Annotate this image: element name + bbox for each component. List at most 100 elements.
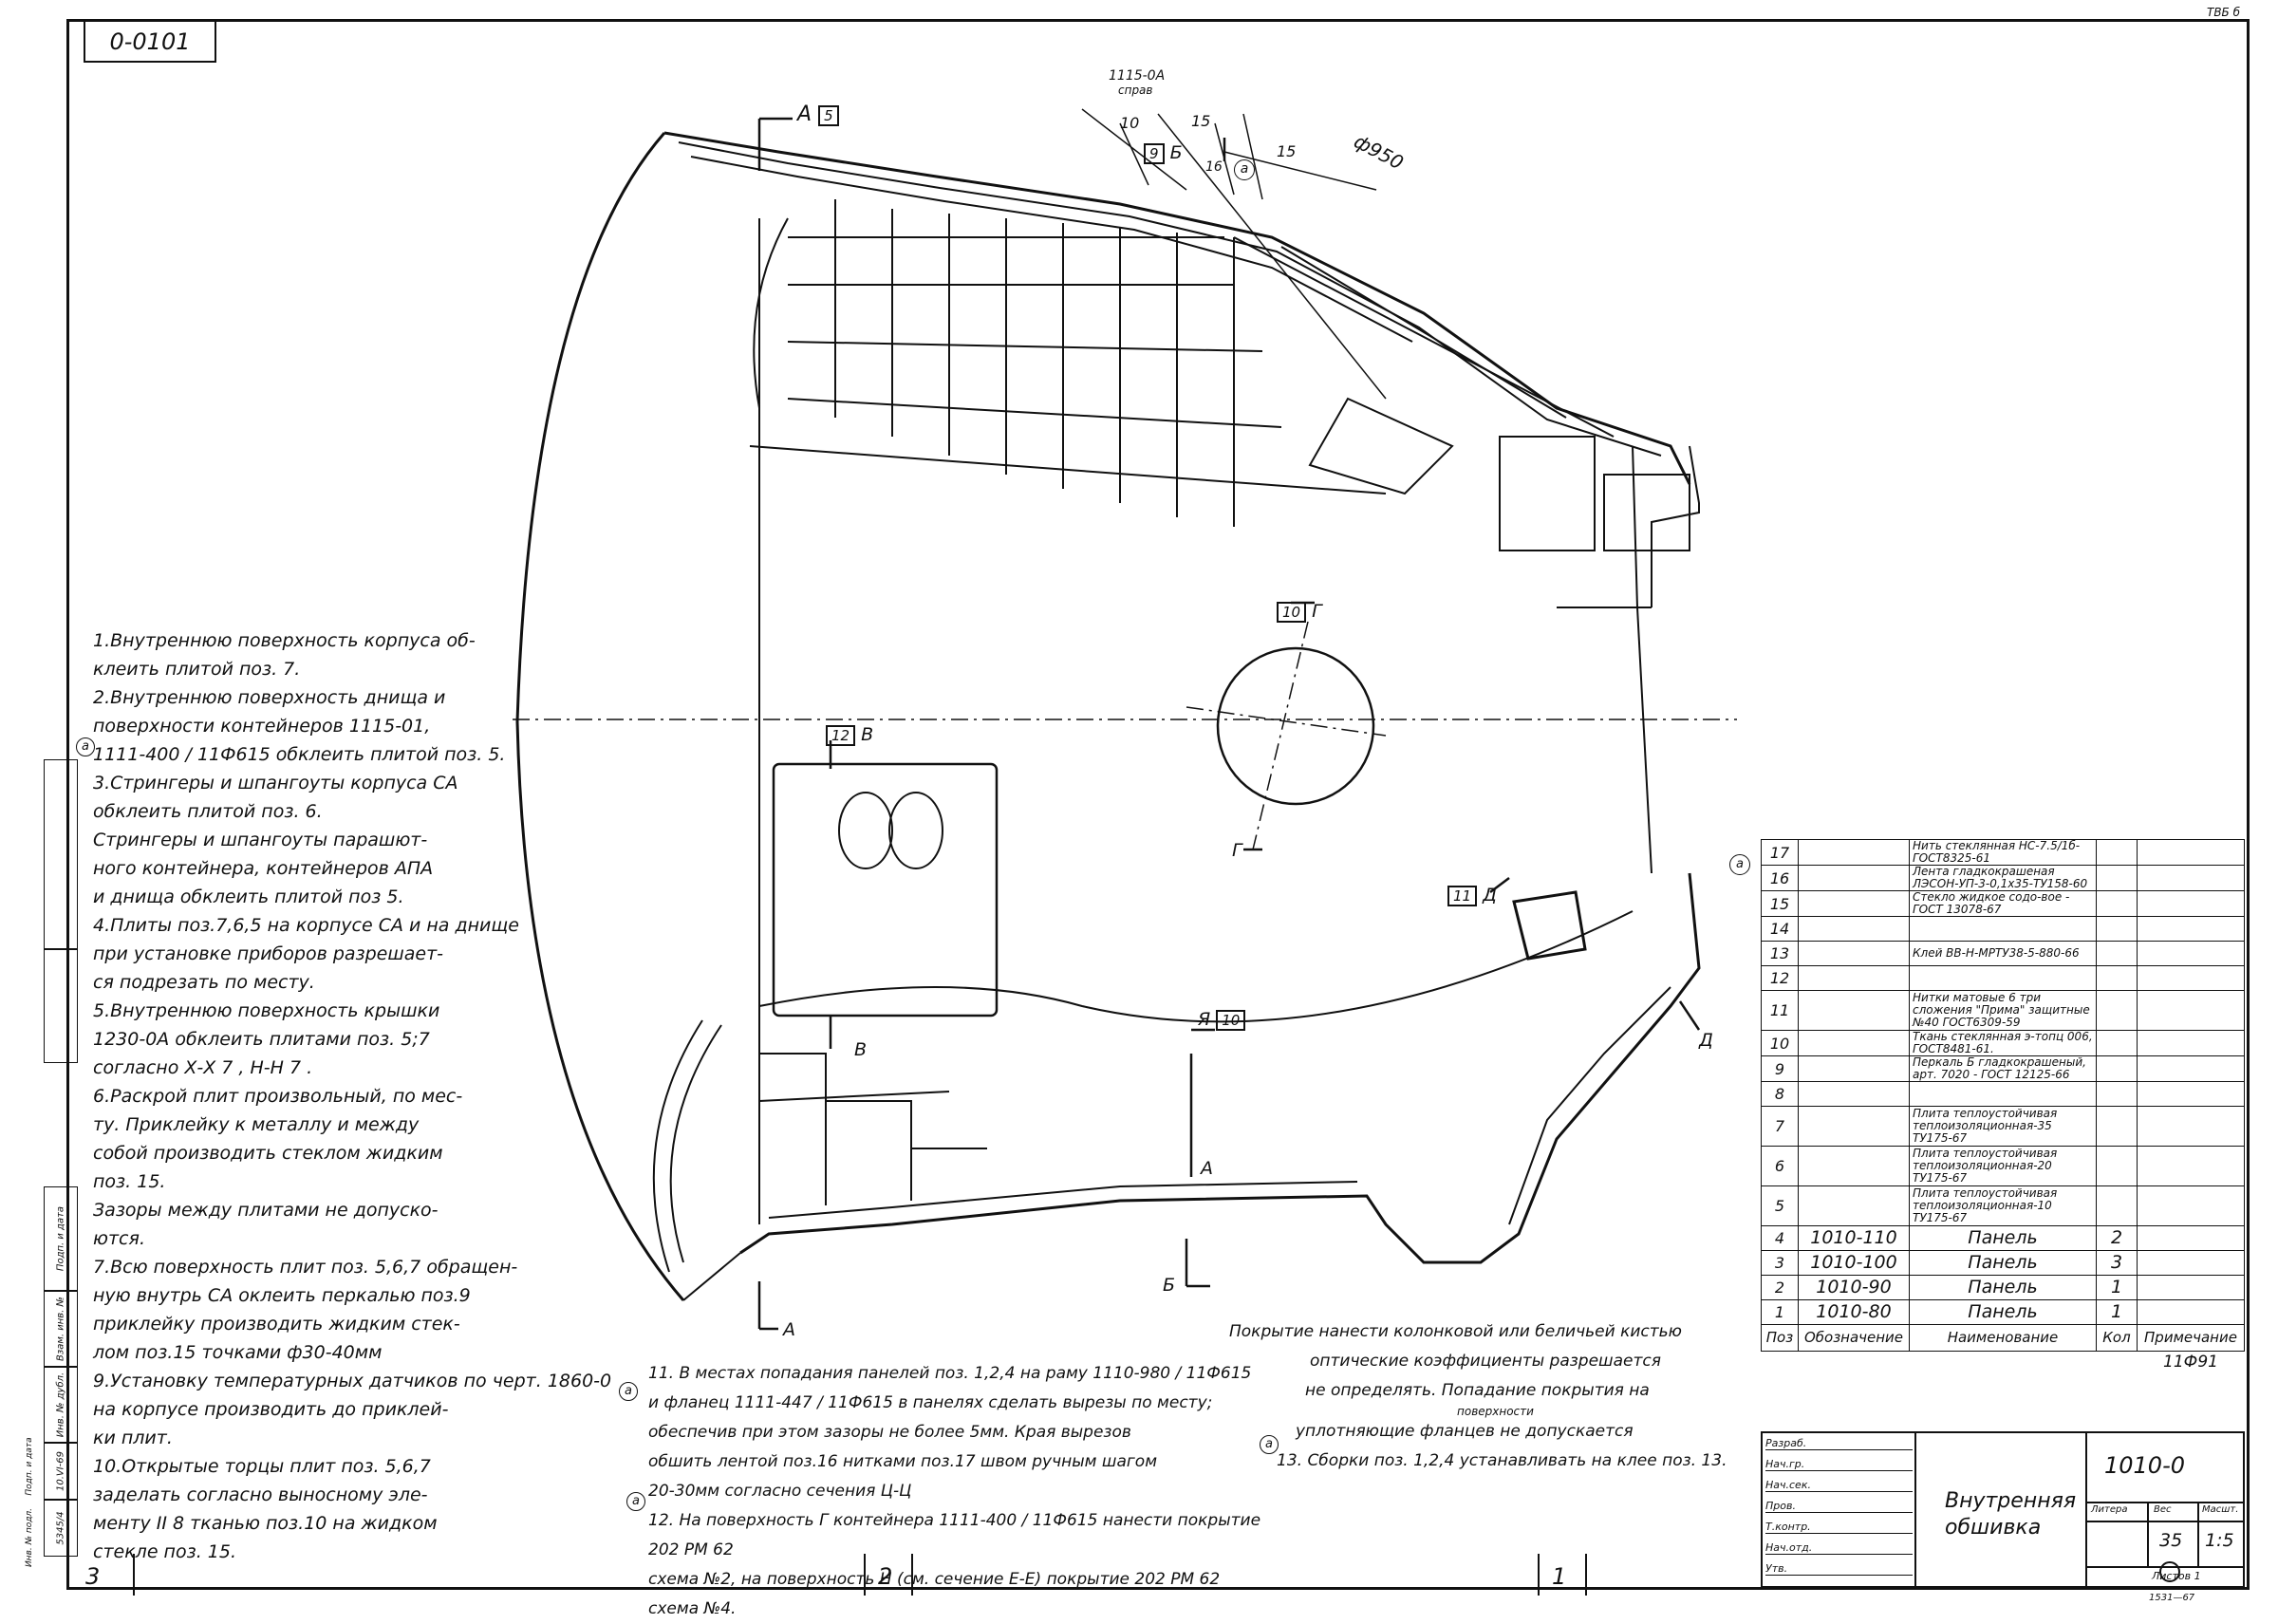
stamp-cell bbox=[44, 759, 78, 949]
bom-designation bbox=[1798, 1106, 1910, 1147]
stamp-cell: Подп. и дата bbox=[44, 1186, 78, 1291]
note-line: клеить плитой поз. 7. bbox=[93, 659, 301, 680]
section-a-top-sheet: 5 bbox=[818, 105, 839, 126]
note-line: 5.Внутреннюю поверхность крышки bbox=[93, 1000, 440, 1021]
bom-remark bbox=[2137, 1299, 2245, 1325]
bom-pos: 14 bbox=[1761, 916, 1799, 942]
panel-oval-left bbox=[838, 792, 893, 869]
bom-qty bbox=[2096, 1146, 2138, 1186]
bom-remark bbox=[2137, 1146, 2245, 1186]
note-line: лом поз.15 точками ф30-40мм bbox=[93, 1342, 383, 1363]
note-line: не определять. Попадание покрытия на bbox=[1305, 1381, 1650, 1400]
bom-remark bbox=[2137, 990, 2245, 1031]
note-line: оптические коэффициенты разрешается bbox=[1310, 1352, 1661, 1371]
note-line: при установке приборов разрешает- bbox=[93, 943, 444, 964]
note-line: 7.Всю поверхность плит поз. 5,6,7 обраще… bbox=[93, 1257, 518, 1278]
bom-qty bbox=[2096, 990, 2138, 1031]
note-line: ного контейнера, контейнеров АПА bbox=[93, 858, 434, 879]
bom-product-code: 11Ф91 bbox=[2163, 1353, 2218, 1372]
instrument-panel bbox=[772, 762, 999, 1017]
col-scale: Масшт. bbox=[2202, 1504, 2239, 1515]
note-line: поз. 15. bbox=[93, 1171, 166, 1192]
drawing-frame bbox=[66, 19, 2250, 1590]
note-line: поверхности bbox=[1457, 1405, 1534, 1418]
bom-designation bbox=[1798, 1146, 1910, 1186]
stamp-label-dup: Инв. № дубл. bbox=[55, 1372, 66, 1438]
signature-row-label: Нач.отд. bbox=[1765, 1541, 1913, 1555]
dim-16: 16 bbox=[1205, 159, 1223, 175]
bom-pos: 15 bbox=[1761, 890, 1799, 917]
bom-designation: 1010-80 bbox=[1798, 1299, 1910, 1325]
section-ya-label: Я 10 bbox=[1198, 1009, 1246, 1031]
zone-divider bbox=[1585, 1554, 1587, 1596]
bom-pos: 3 bbox=[1761, 1250, 1799, 1276]
bom-qty: 2 bbox=[2096, 1225, 2138, 1251]
bom-designation bbox=[1798, 865, 1910, 891]
bom-designation bbox=[1798, 916, 1910, 942]
note-line: собой производить стеклом жидким bbox=[93, 1143, 443, 1164]
col-lit: Литера bbox=[2091, 1504, 2128, 1515]
bom-remark bbox=[2137, 1106, 2245, 1147]
note-line: 10.Открытые торцы плит поз. 5,6,7 bbox=[93, 1456, 431, 1477]
zone-divider bbox=[911, 1554, 913, 1596]
stamp-label-rep: Взам. инв. № bbox=[55, 1297, 66, 1361]
note-line: схема №2, на поверхность Н (см. сечение … bbox=[648, 1570, 1221, 1618]
bom-remark bbox=[2137, 916, 2245, 942]
signature-row-label: Утв. bbox=[1765, 1562, 1913, 1576]
bom-name: Лента гладкокрашеная ЛЭСОН-УП-3-0,1х35-Т… bbox=[1909, 865, 2097, 891]
bom-name: Плита теплоустойчивая теплоизоляционная-… bbox=[1909, 1146, 2097, 1186]
callout-part-ref-sub: справ bbox=[1118, 84, 1153, 97]
note-line: приклейку производить жидким стек- bbox=[93, 1314, 460, 1335]
bom-qty bbox=[2096, 1030, 2138, 1056]
section-g-bottom-letter: Г bbox=[1232, 840, 1242, 861]
bom-qty bbox=[2096, 890, 2138, 917]
bom-designation bbox=[1798, 1081, 1910, 1107]
bom-remark bbox=[2137, 1185, 2245, 1226]
bom-designation: 1010-90 bbox=[1798, 1275, 1910, 1300]
section-d-bottom-letter: Д bbox=[1699, 1030, 1713, 1051]
section-g-top-letter: Г bbox=[1312, 601, 1322, 622]
stamp-labels-col: Инв. № подл. Подп. и дата bbox=[21, 1163, 38, 1571]
note2-marker: а bbox=[76, 737, 95, 756]
note-line: и фланец 1111-447 / 11Ф615 в панелях сде… bbox=[648, 1393, 1213, 1412]
bom-remark bbox=[2137, 965, 2245, 991]
callout-pos-10: 10 bbox=[1120, 114, 1140, 132]
hull-outline bbox=[515, 131, 1701, 1301]
center-lines bbox=[513, 621, 1737, 850]
col-mass: Вес bbox=[2154, 1504, 2172, 1515]
note-line: стекле поз. 15. bbox=[93, 1541, 236, 1562]
bom-pos: 12 bbox=[1761, 965, 1799, 991]
section-g-top-label: 10 Г bbox=[1277, 601, 1322, 623]
note-line: 1.Внутреннюю поверхность корпуса об- bbox=[93, 630, 476, 651]
side-stamp: Подп. и дата Взам. инв. № Инв. № дубл. 1… bbox=[44, 759, 78, 1576]
bom-header-name: Наименование bbox=[1909, 1324, 2097, 1352]
section-markers bbox=[757, 117, 1701, 1331]
sheet-circle-icon bbox=[2159, 1561, 2180, 1582]
bom-product-row: 11Ф91 bbox=[1762, 1352, 2245, 1374]
note-line: 4.Плиты поз.7,6,5 на корпусе СА и на дни… bbox=[93, 915, 519, 936]
note11-marker: а bbox=[619, 1382, 638, 1401]
bom-remark bbox=[2137, 1225, 2245, 1251]
bom-name: Перкаль Б гладкокрашеный, арт. 7020 - ГО… bbox=[1909, 1055, 2097, 1082]
signature-row-label: Нач.гр. bbox=[1765, 1458, 1913, 1471]
bom-pos: 6 bbox=[1761, 1146, 1799, 1186]
bom-name: Панель bbox=[1909, 1250, 2097, 1276]
form-number: 1531—67 bbox=[2149, 1593, 2195, 1603]
bom-pos: 17 bbox=[1761, 839, 1799, 866]
stamp-cell: Инв. № дубл. bbox=[44, 1367, 78, 1443]
notes-mid: 11. В местах попадания панелей поз. 1,2,… bbox=[648, 1359, 1265, 1624]
title-block: Разраб.Нач.гр.Нач.сек.Пров.Т.контр.Нач.о… bbox=[1761, 1431, 2245, 1603]
note-line: 2.Внутреннюю поверхность днища и bbox=[93, 687, 446, 708]
stamp-label-sign2: Подп. и дата bbox=[55, 1205, 66, 1272]
bom-name: Панель bbox=[1909, 1225, 2097, 1251]
callout-circle-a: а bbox=[1234, 159, 1255, 180]
note-line: Стрингеры и шпангоуты парашют- bbox=[93, 830, 428, 850]
